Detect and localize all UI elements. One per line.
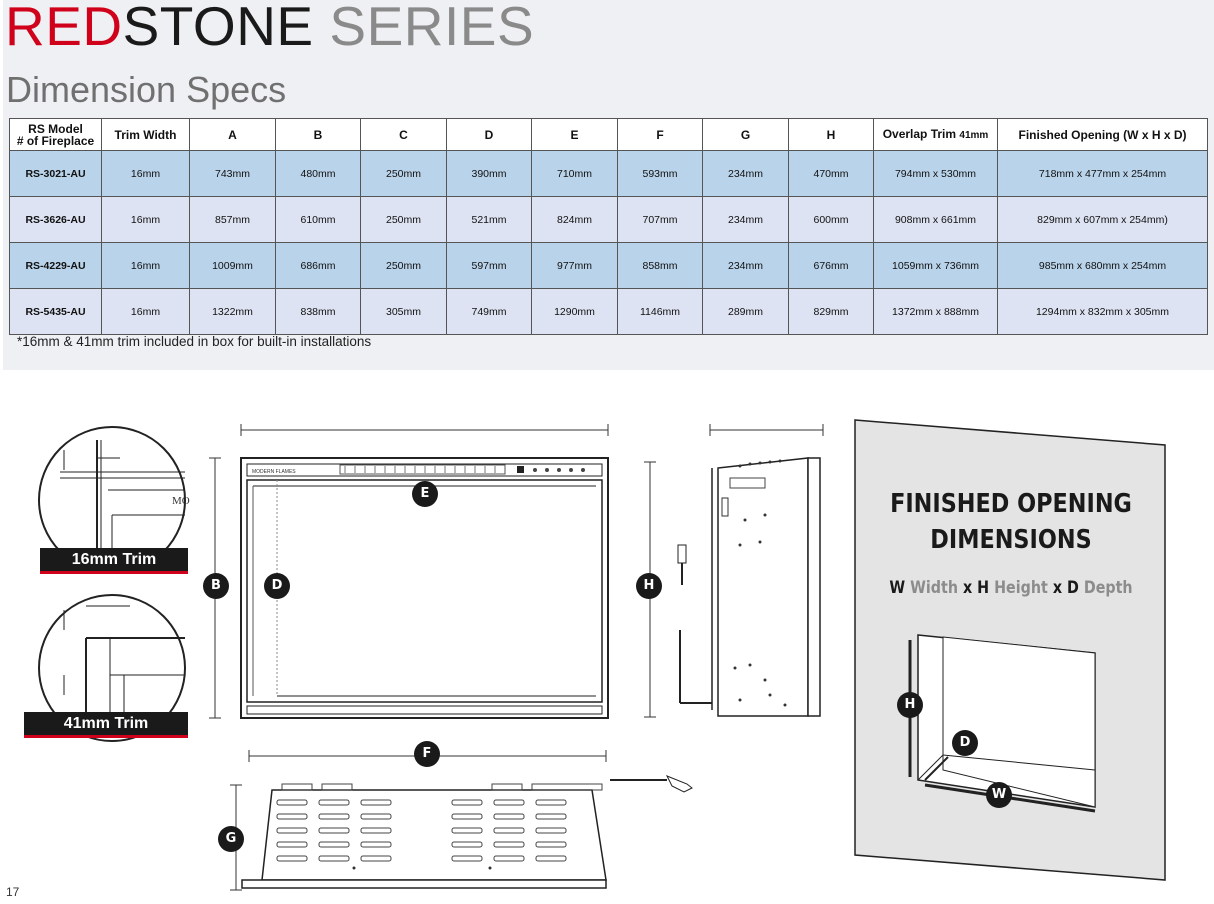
trim-16mm-label: 16mm Trim	[40, 548, 188, 574]
table-cell-model: RS-5435-AU	[9, 288, 102, 335]
table-cell: 600mm	[788, 196, 874, 243]
table-cell: 794mm x 530mm	[873, 150, 998, 197]
header-d: D	[446, 118, 532, 151]
table-cell: 16mm	[101, 150, 190, 197]
table-cell: 234mm	[702, 242, 789, 289]
series-title-red: RED	[5, 0, 123, 57]
badge-e: E	[412, 481, 438, 507]
table-row: RS-3021-AU 16mm 743mm 480mm 250mm 390mm …	[9, 150, 1208, 197]
header-overlap-trim: Overlap Trim 41mm	[873, 118, 998, 151]
header-e: E	[531, 118, 618, 151]
table-cell: 824mm	[531, 196, 618, 243]
trim-41mm-label: 41mm Trim	[24, 712, 188, 738]
table-cell: 676mm	[788, 242, 874, 289]
table-row: RS-5435-AU 16mm 1322mm 838mm 305mm 749mm…	[9, 288, 1208, 335]
table-cell: 1059mm x 736mm	[873, 242, 998, 289]
table-cell: 743mm	[189, 150, 276, 197]
table-row: RS-3626-AU 16mm 857mm 610mm 250mm 521mm …	[9, 196, 1208, 243]
side-view-drawing	[644, 424, 824, 718]
header-b: B	[275, 118, 361, 151]
table-cell: 749mm	[446, 288, 532, 335]
table-cell: 1290mm	[531, 288, 618, 335]
header-a: A	[189, 118, 276, 151]
header-finished-opening: Finished Opening (W x H x D)	[997, 118, 1208, 151]
table-cell-model: RS-3021-AU	[9, 150, 102, 197]
table-cell: 390mm	[446, 150, 532, 197]
table-row: RS-4229-AU 16mm 1009mm 686mm 250mm 597mm…	[9, 242, 1208, 289]
trim-41mm-detail	[38, 594, 186, 742]
table-cell: 1009mm	[189, 242, 276, 289]
table-cell: 250mm	[360, 196, 447, 243]
page-subtitle: Dimension Specs	[6, 69, 287, 110]
table-cell: 1146mm	[617, 288, 703, 335]
footnote: *16mm & 41mm trim included in box for bu…	[17, 334, 372, 349]
brand-small-text: MODERN FLAMES	[252, 469, 296, 475]
badge-h: H	[636, 573, 662, 599]
badge-opening-d: D	[952, 730, 978, 756]
header-h: H	[788, 118, 874, 151]
table-cell: 250mm	[360, 150, 447, 197]
header-f: F	[617, 118, 703, 151]
detail-text-16: MO	[172, 495, 190, 507]
table-cell: 597mm	[446, 242, 532, 289]
table-cell: 1322mm	[189, 288, 276, 335]
series-title-grey: SERIES	[313, 0, 535, 57]
header-model: RS Model# of Fireplace	[9, 118, 102, 151]
trim-16mm-detail: MO	[38, 426, 190, 574]
header-trim-width: Trim Width	[101, 118, 190, 151]
table-cell: 593mm	[617, 150, 703, 197]
table-cell: 480mm	[275, 150, 361, 197]
table-cell-model: RS-3626-AU	[9, 196, 102, 243]
table-cell: 857mm	[189, 196, 276, 243]
badge-d: D	[264, 573, 290, 599]
table-cell: 470mm	[788, 150, 874, 197]
badge-f: F	[414, 741, 440, 767]
table-header-row: RS Model# of Fireplace Trim Width A B C …	[9, 118, 1208, 151]
page-number: 17	[6, 885, 20, 899]
dimension-specs-table: RS Model# of Fireplace Trim Width A B C …	[9, 118, 1208, 335]
table-cell: 250mm	[360, 242, 447, 289]
table-cell: 16mm	[101, 242, 190, 289]
table-cell: 985mm x 680mm x 254mm	[997, 242, 1208, 289]
badge-opening-h: H	[897, 692, 923, 718]
table-cell: 829mm	[788, 288, 874, 335]
table-cell: 977mm	[531, 242, 618, 289]
table-cell: 686mm	[275, 242, 361, 289]
table-cell: 858mm	[617, 242, 703, 289]
table-cell-model: RS-4229-AU	[9, 242, 102, 289]
table-cell: 718mm x 477mm x 254mm	[997, 150, 1208, 197]
table-cell: 707mm	[617, 196, 703, 243]
trim-detail-drawings: MO	[38, 426, 190, 742]
series-title-dark: STONE	[122, 0, 314, 57]
table-cell: 829mm x 607mm x 254mm)	[997, 196, 1208, 243]
finished-opening-drawing	[854, 419, 1166, 881]
finished-opening-formula: W Width x H Height x D Depth	[889, 578, 1133, 598]
series-title: REDSTONE SERIES	[5, 0, 534, 58]
header-c: C	[360, 118, 447, 151]
table-cell: 16mm	[101, 196, 190, 243]
top-view-drawing	[230, 750, 693, 891]
table-cell: 289mm	[702, 288, 789, 335]
table-cell: 710mm	[531, 150, 618, 197]
badge-opening-w: W	[986, 782, 1012, 808]
table-cell: 305mm	[360, 288, 447, 335]
table-cell: 1372mm x 888mm	[873, 288, 998, 335]
table-cell: 838mm	[275, 288, 361, 335]
badge-b: B	[203, 573, 229, 599]
table-cell: 1294mm x 832mm x 305mm	[997, 288, 1208, 335]
header-g: G	[702, 118, 789, 151]
table-cell: 16mm	[101, 288, 190, 335]
table-cell: 234mm	[702, 150, 789, 197]
table-cell: 610mm	[275, 196, 361, 243]
table-cell: 908mm x 661mm	[873, 196, 998, 243]
table-cell: 234mm	[702, 196, 789, 243]
badge-g: G	[218, 826, 244, 852]
front-view-drawing: MODERN FLAMES	[209, 424, 609, 719]
table-cell: 521mm	[446, 196, 532, 243]
